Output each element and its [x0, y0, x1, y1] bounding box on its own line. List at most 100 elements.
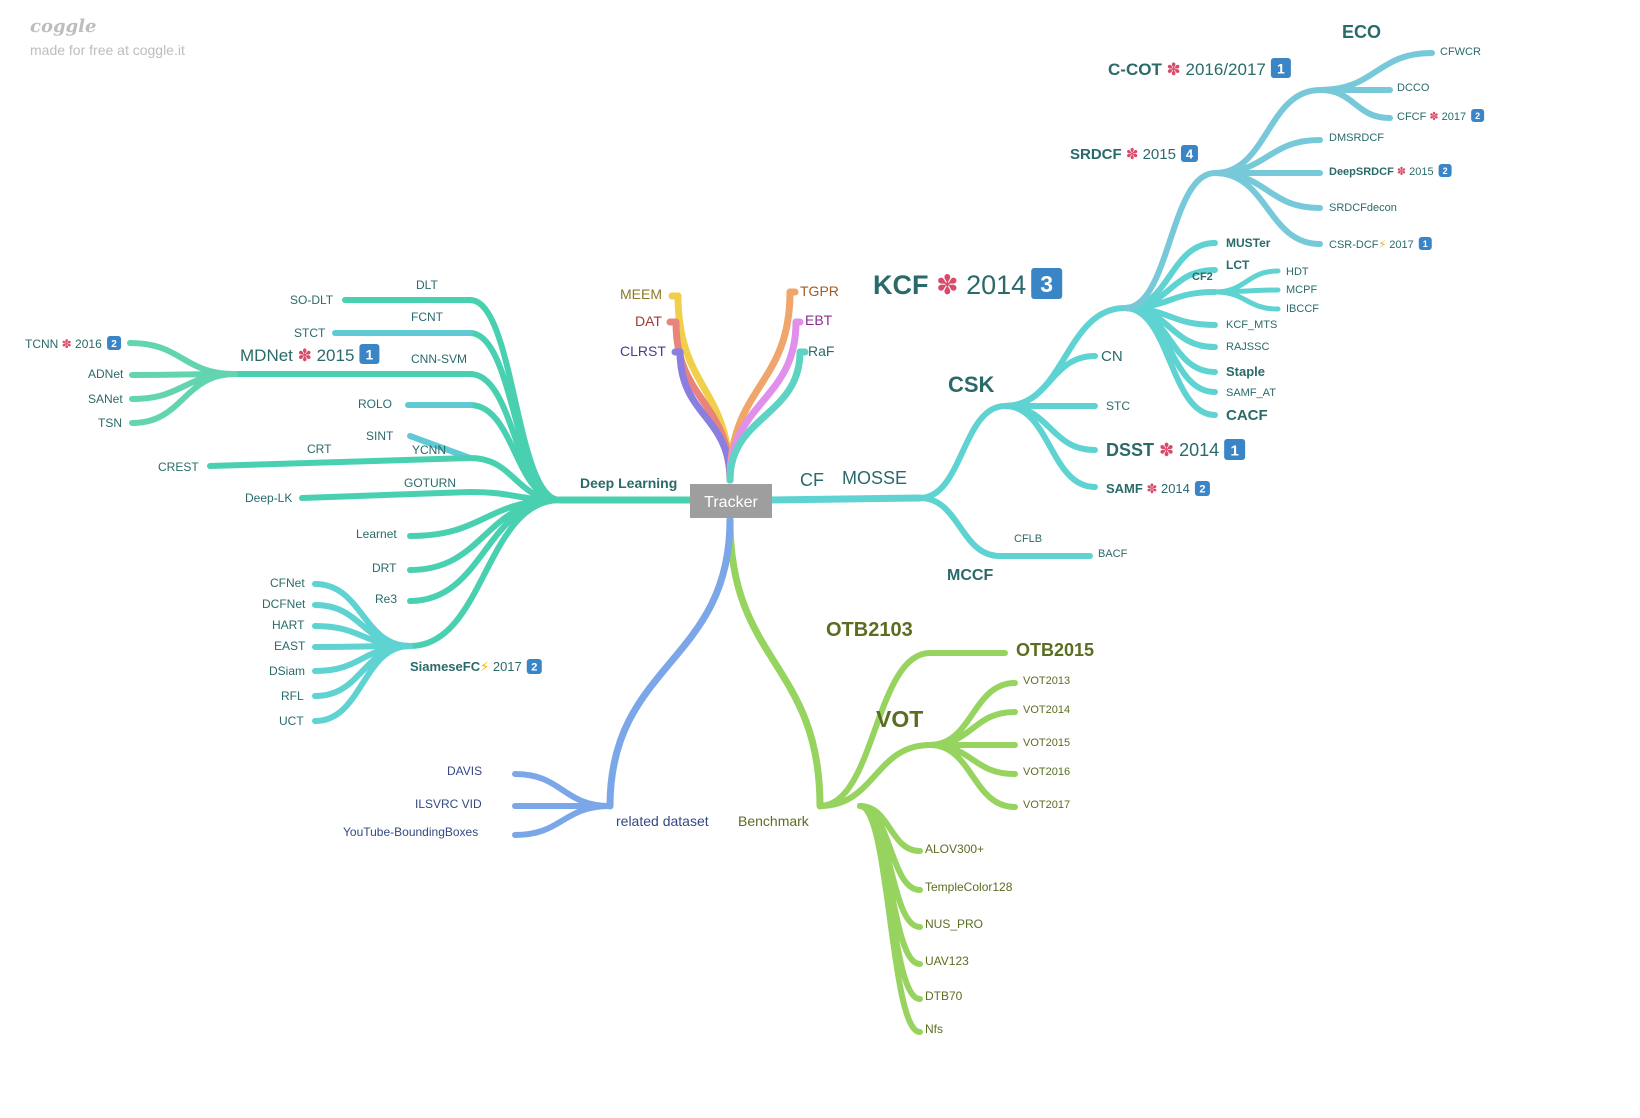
- node-tgpr[interactable]: TGPR: [800, 283, 839, 299]
- node-cn[interactable]: CN: [1101, 348, 1123, 365]
- node-alov300[interactable]: ALOV300+: [925, 842, 984, 856]
- node-so-dlt[interactable]: SO-DLT: [290, 293, 334, 307]
- node-goturn[interactable]: GOTURN: [404, 476, 456, 490]
- node-srdcfdecon[interactable]: SRDCFdecon: [1329, 202, 1397, 214]
- node-label: DTB70: [925, 989, 963, 1003]
- node-davis[interactable]: DAVIS: [447, 764, 482, 778]
- node-tcnn[interactable]: TCNN ✽ 2016: [25, 337, 102, 351]
- node-label: KCF: [873, 270, 929, 300]
- node-cacf[interactable]: CACF: [1226, 407, 1268, 424]
- node-eco[interactable]: ECO: [1342, 22, 1381, 42]
- node-dat[interactable]: DAT: [635, 313, 662, 329]
- node-label: DMSRDCF: [1329, 132, 1384, 144]
- node-mosse[interactable]: MOSSE: [842, 468, 907, 488]
- node-kcf[interactable]: KCF ✽ 2014: [873, 270, 1026, 300]
- node-samf[interactable]: SAMF ✽ 2014: [1106, 481, 1190, 496]
- node-clrst[interactable]: CLRST: [620, 343, 666, 359]
- node-vot2015[interactable]: VOT2015: [1023, 737, 1070, 749]
- node-deep-lk[interactable]: Deep-LK: [245, 491, 292, 505]
- made-with-text: made for free at coggle.it: [30, 42, 185, 58]
- node-dsiam[interactable]: DSiam: [269, 664, 305, 678]
- node-related-dataset[interactable]: related dataset: [616, 813, 709, 829]
- node-muster[interactable]: MUSTer: [1226, 236, 1271, 250]
- node-cf[interactable]: CF: [800, 470, 824, 490]
- node-label: SANet: [88, 392, 123, 406]
- node-otb2015[interactable]: OTB2015: [1016, 640, 1094, 660]
- node-re3[interactable]: Re3: [375, 592, 397, 606]
- node-vot2013[interactable]: VOT2013: [1023, 675, 1070, 687]
- node-east[interactable]: EAST: [274, 639, 306, 653]
- node-mccf[interactable]: MCCF: [947, 567, 993, 584]
- node-templecolor128[interactable]: TempleColor128: [925, 880, 1013, 894]
- node-dmsrdcf[interactable]: DMSRDCF: [1329, 132, 1384, 144]
- node-rolo[interactable]: ROLO: [358, 397, 392, 411]
- node-dcfnet[interactable]: DCFNet: [262, 597, 306, 611]
- node-rajssc[interactable]: RAJSSC: [1226, 341, 1269, 353]
- node-otb2103[interactable]: OTB2103: [826, 619, 913, 641]
- node-hart[interactable]: HART: [272, 618, 305, 632]
- node-dcco[interactable]: DCCO: [1397, 82, 1430, 94]
- root-node[interactable]: [690, 484, 772, 518]
- node-deep-learning[interactable]: Deep Learning: [580, 475, 677, 491]
- node-lct[interactable]: LCT: [1226, 258, 1250, 272]
- node-stct[interactable]: STCT: [294, 326, 326, 340]
- node-youtube-bb[interactable]: YouTube-BoundingBoxes: [343, 825, 478, 839]
- node-label: CFLB: [1014, 533, 1042, 545]
- node-nus-pro[interactable]: NUS_PRO: [925, 917, 983, 931]
- node-tsn[interactable]: TSN: [98, 416, 122, 430]
- node-csk[interactable]: CSK: [948, 372, 995, 397]
- node-srdcf[interactable]: SRDCF ✽ 2015: [1070, 146, 1176, 163]
- node-ibccf[interactable]: IBCCF: [1286, 303, 1319, 315]
- node-cf2[interactable]: CF2: [1192, 271, 1213, 283]
- node-meem[interactable]: MEEM: [620, 286, 662, 302]
- node-cfnet[interactable]: CFNet: [270, 576, 305, 590]
- node-ycnn[interactable]: YCNN: [412, 443, 446, 457]
- node-staple[interactable]: Staple: [1226, 364, 1265, 379]
- node-dtb70[interactable]: DTB70: [925, 989, 963, 1003]
- node-label: CSR-DCF: [1329, 239, 1379, 251]
- node-samf-at[interactable]: SAMF_AT: [1226, 387, 1276, 399]
- node-label: DeepSRDCF: [1329, 166, 1394, 178]
- node-vot2017[interactable]: VOT2017: [1023, 799, 1070, 811]
- node-adnet[interactable]: ADNet: [88, 367, 124, 381]
- rank-badge-number: 2: [1475, 111, 1480, 121]
- node-dsst[interactable]: DSST ✽ 2014: [1106, 440, 1219, 460]
- node-crt[interactable]: CRT: [307, 442, 332, 456]
- node-label: DLT: [416, 278, 438, 292]
- node-c-cot[interactable]: C-COT ✽ 2016/2017: [1108, 60, 1266, 79]
- node-vot2016[interactable]: VOT2016: [1023, 766, 1070, 778]
- node-stc[interactable]: STC: [1106, 399, 1130, 413]
- node-dlt[interactable]: DLT: [416, 278, 438, 292]
- rank-badge: [1270, 58, 1291, 78]
- node-label: CFNet: [270, 576, 305, 590]
- node-drt[interactable]: DRT: [372, 561, 397, 575]
- node-cfwcr[interactable]: CFWCR: [1440, 46, 1481, 58]
- node-fcnt[interactable]: FCNT: [411, 310, 444, 324]
- node-sint[interactable]: SINT: [366, 429, 394, 443]
- node-deepsrdcf[interactable]: DeepSRDCF ✽ 2015: [1329, 166, 1434, 178]
- node-cnn-svm[interactable]: CNN-SVM: [411, 352, 467, 366]
- node-label: related dataset: [616, 813, 709, 829]
- node-ilsvrc-vid[interactable]: ILSVRC VID: [415, 797, 482, 811]
- node-csr-dcf[interactable]: CSR-DCF⚡ 2017: [1329, 239, 1414, 251]
- node-nfs[interactable]: Nfs: [925, 1022, 943, 1036]
- node-raf[interactable]: RaF: [808, 343, 834, 359]
- node-learnet[interactable]: Learnet: [356, 527, 397, 541]
- node-vot[interactable]: VOT: [876, 706, 923, 732]
- node-kcf-mts[interactable]: KCF_MTS: [1226, 319, 1277, 331]
- node-siamesefc[interactable]: SiameseFC⚡ 2017: [410, 659, 522, 674]
- node-ebt[interactable]: EBT: [805, 312, 833, 328]
- node-uav123[interactable]: UAV123: [925, 954, 969, 968]
- node-crest[interactable]: CREST: [158, 460, 199, 474]
- node-mcpf[interactable]: MCPF: [1286, 284, 1317, 296]
- node-mdnet[interactable]: MDNet ✽ 2015: [240, 346, 354, 365]
- node-sanet[interactable]: SANet: [88, 392, 123, 406]
- node-bacf[interactable]: BACF: [1098, 548, 1128, 560]
- node-hdt[interactable]: HDT: [1286, 266, 1309, 278]
- node-vot2014[interactable]: VOT2014: [1023, 704, 1070, 716]
- node-cflb[interactable]: CFLB: [1014, 533, 1042, 545]
- node-cfcf[interactable]: CFCF ✽ 2017: [1397, 111, 1466, 123]
- node-rfl[interactable]: RFL: [281, 689, 304, 703]
- node-uct[interactable]: UCT: [279, 714, 304, 728]
- node-benchmark[interactable]: Benchmark: [738, 813, 810, 829]
